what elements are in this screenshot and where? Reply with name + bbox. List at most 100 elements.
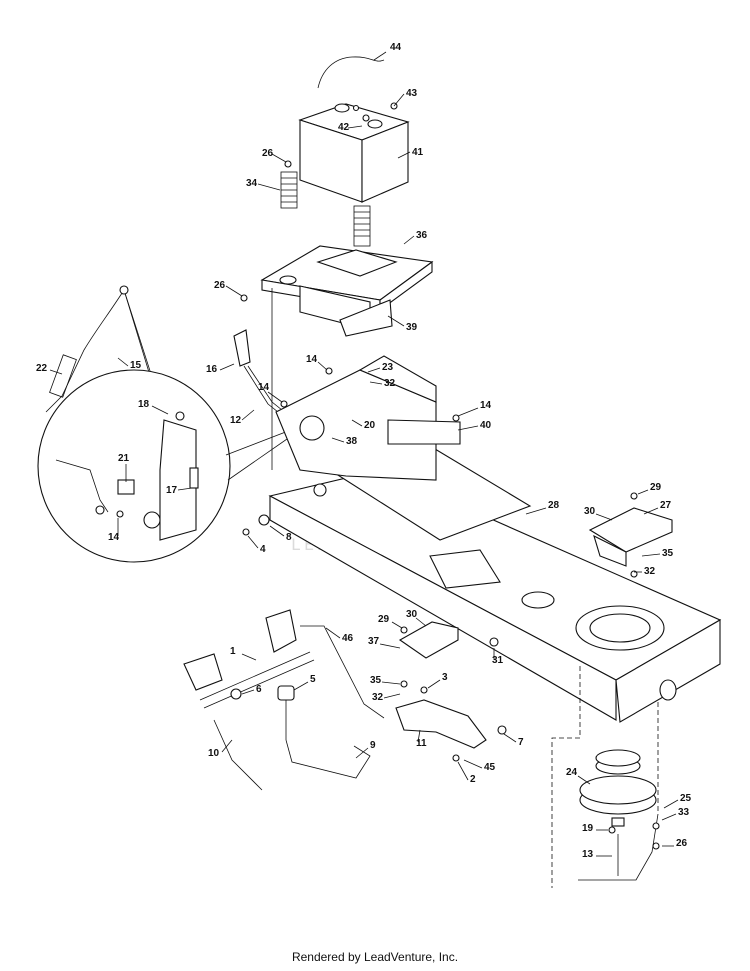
callout-leader-29 bbox=[391, 621, 403, 629]
callout-leader-4 bbox=[247, 535, 259, 549]
callout-leader-14 bbox=[457, 407, 479, 417]
callout-leader-17 bbox=[177, 487, 193, 491]
knob bbox=[277, 685, 295, 740]
callout-leader-35 bbox=[641, 553, 661, 557]
callout-label-46: 46 bbox=[342, 633, 354, 644]
callout-leader-3 bbox=[427, 679, 441, 689]
callout-leader-37 bbox=[379, 643, 401, 649]
left-bracket bbox=[398, 621, 459, 659]
callout-leader-27 bbox=[643, 507, 659, 515]
callout-label-6: 6 bbox=[256, 684, 262, 695]
callout-leader-7 bbox=[503, 733, 517, 743]
callout-leader-33 bbox=[661, 813, 677, 821]
callout-leader-30 bbox=[415, 617, 427, 627]
callout-label-13: 13 bbox=[582, 849, 594, 860]
callout-leader-24 bbox=[577, 775, 591, 785]
callout-label-15: 15 bbox=[130, 360, 142, 371]
callout-leader-25 bbox=[663, 799, 679, 809]
callout-label-45: 45 bbox=[484, 762, 496, 773]
callout-leader-43 bbox=[393, 93, 405, 107]
callout-leader-8 bbox=[269, 525, 285, 537]
callout-label-29: 29 bbox=[378, 614, 390, 625]
callout-label-26: 26 bbox=[262, 148, 274, 159]
callout-label-21: 21 bbox=[118, 453, 130, 464]
lever-plate bbox=[395, 699, 487, 749]
callout-label-23: 23 bbox=[382, 362, 394, 373]
callout-label-38: 38 bbox=[346, 436, 358, 447]
callout-leader-38 bbox=[331, 437, 345, 443]
callout-leader-34 bbox=[257, 183, 281, 191]
callout-label-22: 22 bbox=[36, 363, 48, 374]
callout-label-24: 24 bbox=[566, 767, 578, 778]
callout-leader-16 bbox=[219, 363, 235, 371]
callout-label-4: 4 bbox=[260, 544, 266, 555]
callout-label-27: 27 bbox=[660, 500, 672, 511]
callout-leader-9 bbox=[355, 747, 369, 759]
callout-label-40: 40 bbox=[480, 420, 492, 431]
callout-label-5: 5 bbox=[310, 674, 316, 685]
callout-leader-18 bbox=[151, 405, 169, 415]
battery-cable bbox=[317, 56, 385, 89]
callout-label-14: 14 bbox=[108, 532, 120, 543]
callout-leader-1 bbox=[241, 653, 257, 661]
callout-label-32: 32 bbox=[644, 566, 656, 577]
callout-label-17: 17 bbox=[166, 485, 178, 496]
callout-leader-11 bbox=[417, 729, 421, 743]
callout-label-14: 14 bbox=[258, 382, 270, 393]
callout-label-42: 42 bbox=[338, 122, 350, 133]
callout-label-29: 29 bbox=[650, 482, 662, 493]
callout-label-33: 33 bbox=[678, 807, 690, 818]
callout-label-18: 18 bbox=[138, 399, 150, 410]
callout-label-1: 1 bbox=[230, 646, 236, 657]
callout-leader-6 bbox=[241, 689, 255, 695]
main-frame bbox=[268, 439, 722, 723]
callout-leader-36 bbox=[403, 235, 415, 245]
exploded-view-drawing: LEADVENTURE bbox=[36, 42, 722, 888]
callout-label-34: 34 bbox=[246, 178, 258, 189]
callout-label-31: 31 bbox=[492, 655, 504, 666]
callout-leader-15 bbox=[117, 357, 129, 367]
callout-label-37: 37 bbox=[368, 636, 380, 647]
pedal-shaft bbox=[183, 609, 315, 791]
callout-leader-20 bbox=[351, 419, 363, 427]
callout-leader-32 bbox=[383, 693, 401, 699]
callout-label-30: 30 bbox=[584, 506, 596, 517]
callout-leader-28 bbox=[525, 507, 547, 515]
callout-label-26: 26 bbox=[676, 838, 688, 849]
callout-leader-26 bbox=[225, 285, 243, 297]
callout-label-36: 36 bbox=[416, 230, 428, 241]
callout-leader-30 bbox=[595, 513, 613, 521]
callout-label-32: 32 bbox=[384, 378, 396, 389]
callout-label-10: 10 bbox=[208, 748, 220, 759]
callout-leader-14 bbox=[317, 361, 328, 371]
callout-label-3: 3 bbox=[442, 672, 448, 683]
callout-label-14: 14 bbox=[480, 400, 492, 411]
callout-leader-29 bbox=[637, 489, 649, 495]
callout-label-7: 7 bbox=[518, 737, 524, 748]
callout-leader-44 bbox=[373, 51, 387, 61]
callout-label-35: 35 bbox=[662, 548, 674, 559]
callout-label-19: 19 bbox=[582, 823, 594, 834]
battery bbox=[298, 103, 410, 203]
callout-label-26: 26 bbox=[214, 280, 226, 291]
callout-label-35: 35 bbox=[370, 675, 382, 686]
callout-leader-23 bbox=[367, 367, 381, 373]
callout-leader-26 bbox=[271, 153, 287, 163]
callout-leader-14 bbox=[267, 391, 283, 403]
dash-support bbox=[275, 355, 461, 497]
pto-rod bbox=[578, 813, 659, 881]
callout-label-12: 12 bbox=[230, 415, 242, 426]
callout-leader-41 bbox=[397, 151, 411, 159]
callout-leader-42 bbox=[347, 125, 363, 129]
brake-rod bbox=[300, 625, 385, 719]
callout-leader-35 bbox=[381, 681, 401, 685]
engine-pulley bbox=[579, 749, 657, 876]
callout-leader-39 bbox=[387, 315, 405, 327]
right-bracket bbox=[588, 507, 673, 567]
callout-label-20: 20 bbox=[364, 420, 376, 431]
callout-label-25: 25 bbox=[680, 793, 692, 804]
callout-label-16: 16 bbox=[206, 364, 218, 375]
hardware-fasteners bbox=[116, 102, 660, 850]
